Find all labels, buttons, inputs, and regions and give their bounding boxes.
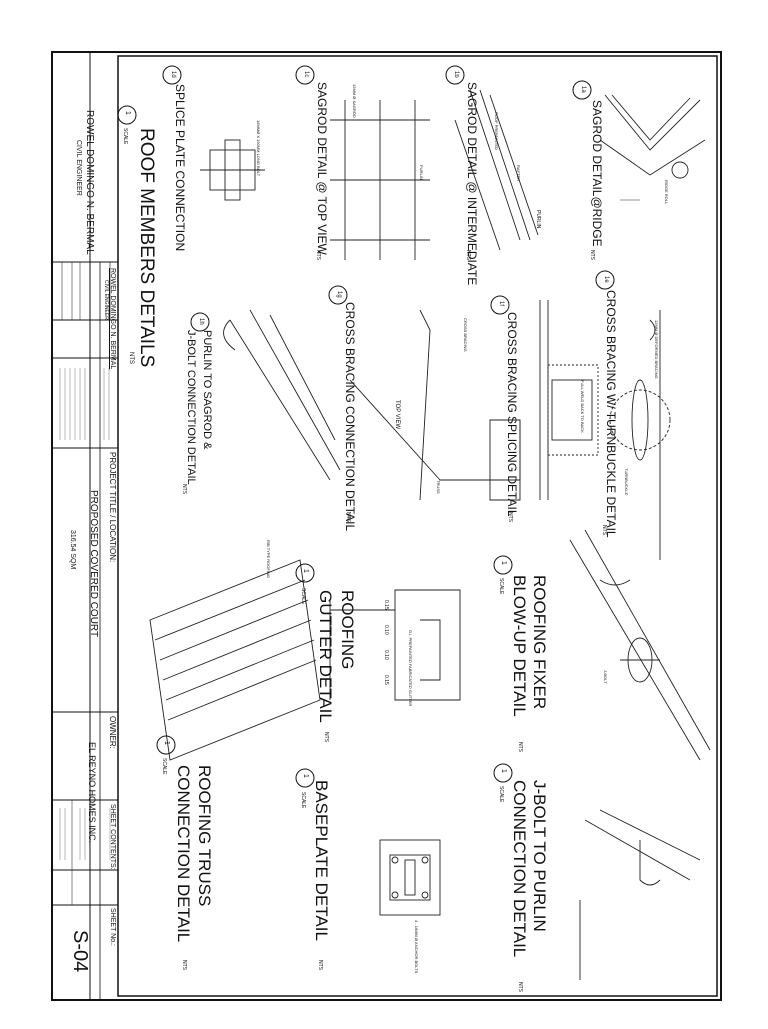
detail-title-gutter: GUTTER DETAIL	[316, 590, 335, 723]
bubble-1a: 1a	[580, 86, 586, 93]
nts-baseplate: NTS	[317, 960, 323, 970]
scale-word-truss: SCALE	[161, 758, 167, 775]
label-bolt: 16MMØ X 150MM LONG BOLT	[256, 120, 261, 177]
detail-bubbles	[117, 65, 615, 788]
detail-title-roofing: ROOFING	[338, 590, 357, 670]
scale-word-gutter: SCALE	[300, 588, 306, 605]
nts-ridge: NTS	[589, 250, 595, 260]
dim-d: 0.15	[383, 675, 389, 685]
nts-gutter: NTS	[323, 732, 329, 742]
bubble-jbolt: 1	[500, 769, 507, 773]
label-ridge-roll: RIDGE ROLL	[664, 180, 669, 205]
label-roof-prepainted: ROOF PREPAINTED	[494, 112, 499, 150]
detail-title-splice: SPLICE PLATE CONNECTION	[173, 84, 187, 252]
bubble-1e: 1e	[603, 276, 609, 283]
outer-border	[51, 51, 722, 1001]
scale-word-jbolt: SCALE	[498, 786, 504, 803]
label-rib-roofing: RIB TYPE ROOFING	[266, 540, 271, 578]
scale-word: SCALE	[122, 128, 128, 145]
detail-title-top-view: SAGROD DETAIL @ TOP VIEW	[315, 82, 329, 255]
label-top-view: TOP VIEW	[394, 400, 400, 430]
nts-purlin-sagrod: NTS	[181, 484, 187, 494]
project-name: PROPOSED COVERED COURT	[88, 490, 99, 638]
label-jbolt: J-BOLT	[603, 670, 608, 684]
scale-word-baseplate: SCALE	[300, 792, 306, 809]
label-rafter: RAFTER	[516, 165, 521, 181]
detail-title-truss-conn: CONNECTION DETAIL	[174, 765, 193, 943]
main-title-nts: NTS	[128, 352, 134, 364]
bubble-baseplate: 1	[302, 774, 309, 778]
engineer-name: ROWEL DOMINGO N. BERMAL	[84, 110, 95, 255]
dim-b: 0.10	[383, 625, 389, 635]
main-title: ROOF MEMBERS DETAILS	[136, 128, 157, 368]
label-truss: TRUSS	[436, 480, 441, 494]
bubble-1d: 1d	[170, 71, 176, 78]
label-bracing: 12MM Ø DEFORMED BRACING	[654, 320, 659, 379]
nts-turnbuckle: NTS	[601, 525, 607, 535]
nts-fixer: NTS	[517, 742, 523, 752]
scale-word-fixer: SCALE	[498, 578, 504, 595]
dim-c: 0.10	[383, 650, 389, 660]
nts-truss: NTS	[181, 960, 187, 970]
label-gutter-fab: G.I. PREPAINTED FABRICATED GUTTER	[408, 630, 413, 707]
bubble-1h: 1h	[198, 318, 204, 325]
bubble-gutter: 1	[302, 569, 309, 573]
prepared-by-title: CIVIL ENGINEER	[103, 280, 109, 320]
detail-title-blowup: BLOW-UP DETAIL	[510, 575, 529, 717]
owner-label: OWNER:	[108, 716, 117, 749]
label-purlin-b: PURLIN	[535, 210, 541, 229]
owner-name: EL REYNO HOMES INC.	[87, 742, 97, 844]
nts-jbolt: NTS	[517, 982, 523, 992]
detail-title-purlin-sagrod: PURLIN TO SAGROD &	[201, 330, 213, 450]
sheet-number: S-04	[69, 930, 91, 973]
label-turnbuckle: TURNBUCKLE	[624, 468, 629, 496]
sheet-no-label: SHEET No.:	[109, 908, 116, 946]
detail-title-cross-conn: CROSS BRACING CONNECTION DETAIL	[343, 302, 357, 532]
detail-title-baseplate: BASEPLATE DETAIL	[312, 780, 331, 941]
bubble-truss: 1	[163, 741, 170, 745]
prepared-by-name: ROWEL DOMINGO N. BERMAL	[109, 268, 116, 370]
nts-splicing: NTS	[507, 512, 513, 522]
detail-title-jbolt-purlin-conn: CONNECTION DETAIL	[510, 780, 529, 958]
bubble-main: 1	[124, 111, 131, 115]
drawing-border	[117, 55, 718, 997]
nts-top-view: NTS	[315, 250, 321, 260]
detail-title-truss: ROOFING TRUSS	[195, 765, 214, 907]
detail-title-jbolt-purlin: J-BOLT TO PURLIN	[530, 780, 549, 932]
bubble-1c: 1c	[303, 71, 309, 78]
label-anchor-bolts: 4 - 16MM Ø ANCHOR BOLTS	[414, 920, 419, 974]
project-label: PROJECT TITLE / LOCATION:	[108, 452, 117, 563]
detail-title-splicing: CROSS BRACING SPLICING DETAIL	[505, 312, 519, 517]
label-sagrod: 12MM Ø SAGROD	[352, 84, 357, 118]
dim-a: 0.15	[383, 600, 389, 610]
bubble-1b: 1b	[453, 71, 459, 78]
engineer-title: CIVIL ENGINEER	[75, 140, 82, 196]
detail-title-turnbuckle: CROSS BRACING W/ TURNBUCKLE DETAIL	[604, 290, 618, 538]
detail-title-fixer: ROOFING FIXER	[530, 575, 549, 710]
sheet-contents-label: SHEET CONTENTS:	[109, 804, 116, 870]
bubble-1g: 1g	[336, 291, 342, 298]
label-full-weld: FULL WELD BACK TO BACK	[580, 380, 585, 433]
label-purlin-a: PURLIN	[419, 165, 424, 180]
bubble-fixer: 1	[500, 561, 507, 565]
bubble-1f: 1f	[498, 301, 504, 307]
nts-intermediate: NTS	[465, 250, 471, 260]
project-area: 316.54 SQM	[69, 530, 76, 570]
nts-cross-conn: NTS	[345, 512, 351, 522]
label-cross-bracing: CROSS BRACING	[463, 318, 468, 352]
detail-title-ridge: SAGROD DETAIL@RIDGE	[590, 100, 604, 247]
detail-title-jbolt-conn: J-BOLT CONNECTION DETAIL	[185, 330, 197, 485]
